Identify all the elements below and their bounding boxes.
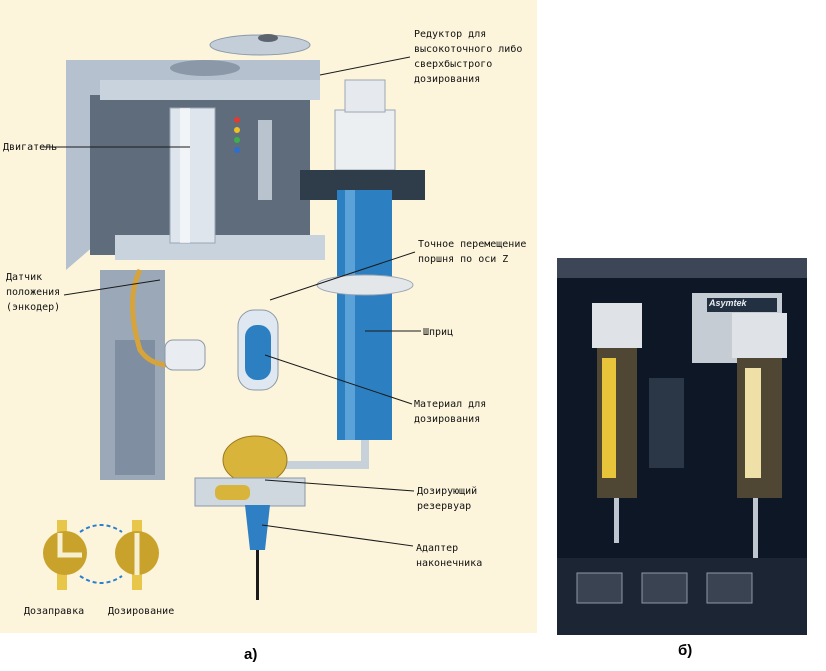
caption-b: б) bbox=[678, 642, 693, 659]
syringe-cap bbox=[334, 109, 396, 171]
frame-rail bbox=[115, 340, 155, 475]
left-syringe-cap bbox=[592, 303, 642, 348]
leader-encoder bbox=[63, 279, 161, 296]
feed-tube bbox=[280, 440, 369, 469]
label-reducer: Редуктор для высокоточного либо сверхбыс… bbox=[414, 29, 523, 85]
brand-plate bbox=[707, 298, 777, 312]
led-green bbox=[234, 137, 240, 143]
label-encoder: Датчик положения (энкодер) bbox=[6, 272, 61, 313]
dispenser-diagram: Редуктор для высокоточного либо сверхбыс… bbox=[0, 0, 537, 633]
leader-reservoir bbox=[264, 479, 415, 492]
photo-illustration bbox=[557, 258, 807, 635]
lead-screw bbox=[258, 120, 272, 200]
label-piston: Точное перемещение поршня по оси Z bbox=[418, 239, 527, 265]
motor-body bbox=[169, 107, 216, 244]
motor-highlight bbox=[180, 108, 190, 243]
frame-top bbox=[100, 80, 320, 100]
gear-small bbox=[170, 60, 240, 76]
encoder-cable bbox=[130, 268, 171, 368]
label-material: Материал для дозирования bbox=[414, 399, 487, 425]
dispenser-photo: Asymtek bbox=[557, 258, 807, 635]
label-dispense: Дозирование bbox=[108, 606, 175, 617]
reservoir-chamber bbox=[215, 485, 250, 500]
label-motor: Двигатель bbox=[3, 142, 58, 153]
leader-piston bbox=[269, 251, 416, 301]
board-2 bbox=[641, 572, 688, 604]
right-material-fill bbox=[745, 368, 761, 478]
leader-reducer bbox=[319, 56, 411, 76]
right-needle bbox=[753, 498, 758, 558]
right-syringe-cap bbox=[732, 313, 787, 358]
switch-arrow-bottom bbox=[79, 575, 123, 584]
gear-hub bbox=[258, 34, 278, 42]
needle bbox=[256, 550, 259, 600]
nozzle-adapter bbox=[245, 505, 270, 550]
brand-text: Asymtek bbox=[709, 298, 747, 308]
top-gear bbox=[209, 34, 311, 56]
label-refill: Дозаправка bbox=[24, 606, 85, 617]
center-valve bbox=[649, 378, 684, 468]
led-yellow bbox=[234, 127, 240, 133]
label-syringe: Шприц bbox=[423, 327, 454, 338]
syringe-highlight bbox=[345, 190, 355, 440]
refill-path bbox=[57, 533, 82, 558]
label-reservoir: Дозирующий резервуар bbox=[417, 486, 478, 512]
led-red bbox=[234, 117, 240, 123]
board-1 bbox=[576, 572, 623, 604]
board-3 bbox=[706, 572, 753, 604]
machine-top-bar bbox=[557, 258, 807, 278]
left-needle bbox=[614, 498, 619, 543]
label-adapter: Адаптер наконечника bbox=[416, 543, 483, 569]
dispensing-valve bbox=[222, 435, 288, 485]
material-fill bbox=[245, 325, 271, 380]
caption-a: а) bbox=[244, 646, 258, 663]
dispenser-illustration bbox=[40, 34, 425, 600]
frame-middle bbox=[115, 235, 325, 260]
leader-material bbox=[264, 354, 413, 405]
leader-adapter bbox=[261, 524, 414, 547]
led-blue bbox=[234, 147, 240, 153]
encoder-housing bbox=[164, 339, 206, 371]
left-material-fill bbox=[602, 358, 616, 478]
switch-arrow-top bbox=[79, 524, 123, 533]
syringe-top bbox=[344, 79, 386, 113]
leader-lines bbox=[40, 56, 421, 547]
syringe-flange bbox=[316, 274, 414, 296]
